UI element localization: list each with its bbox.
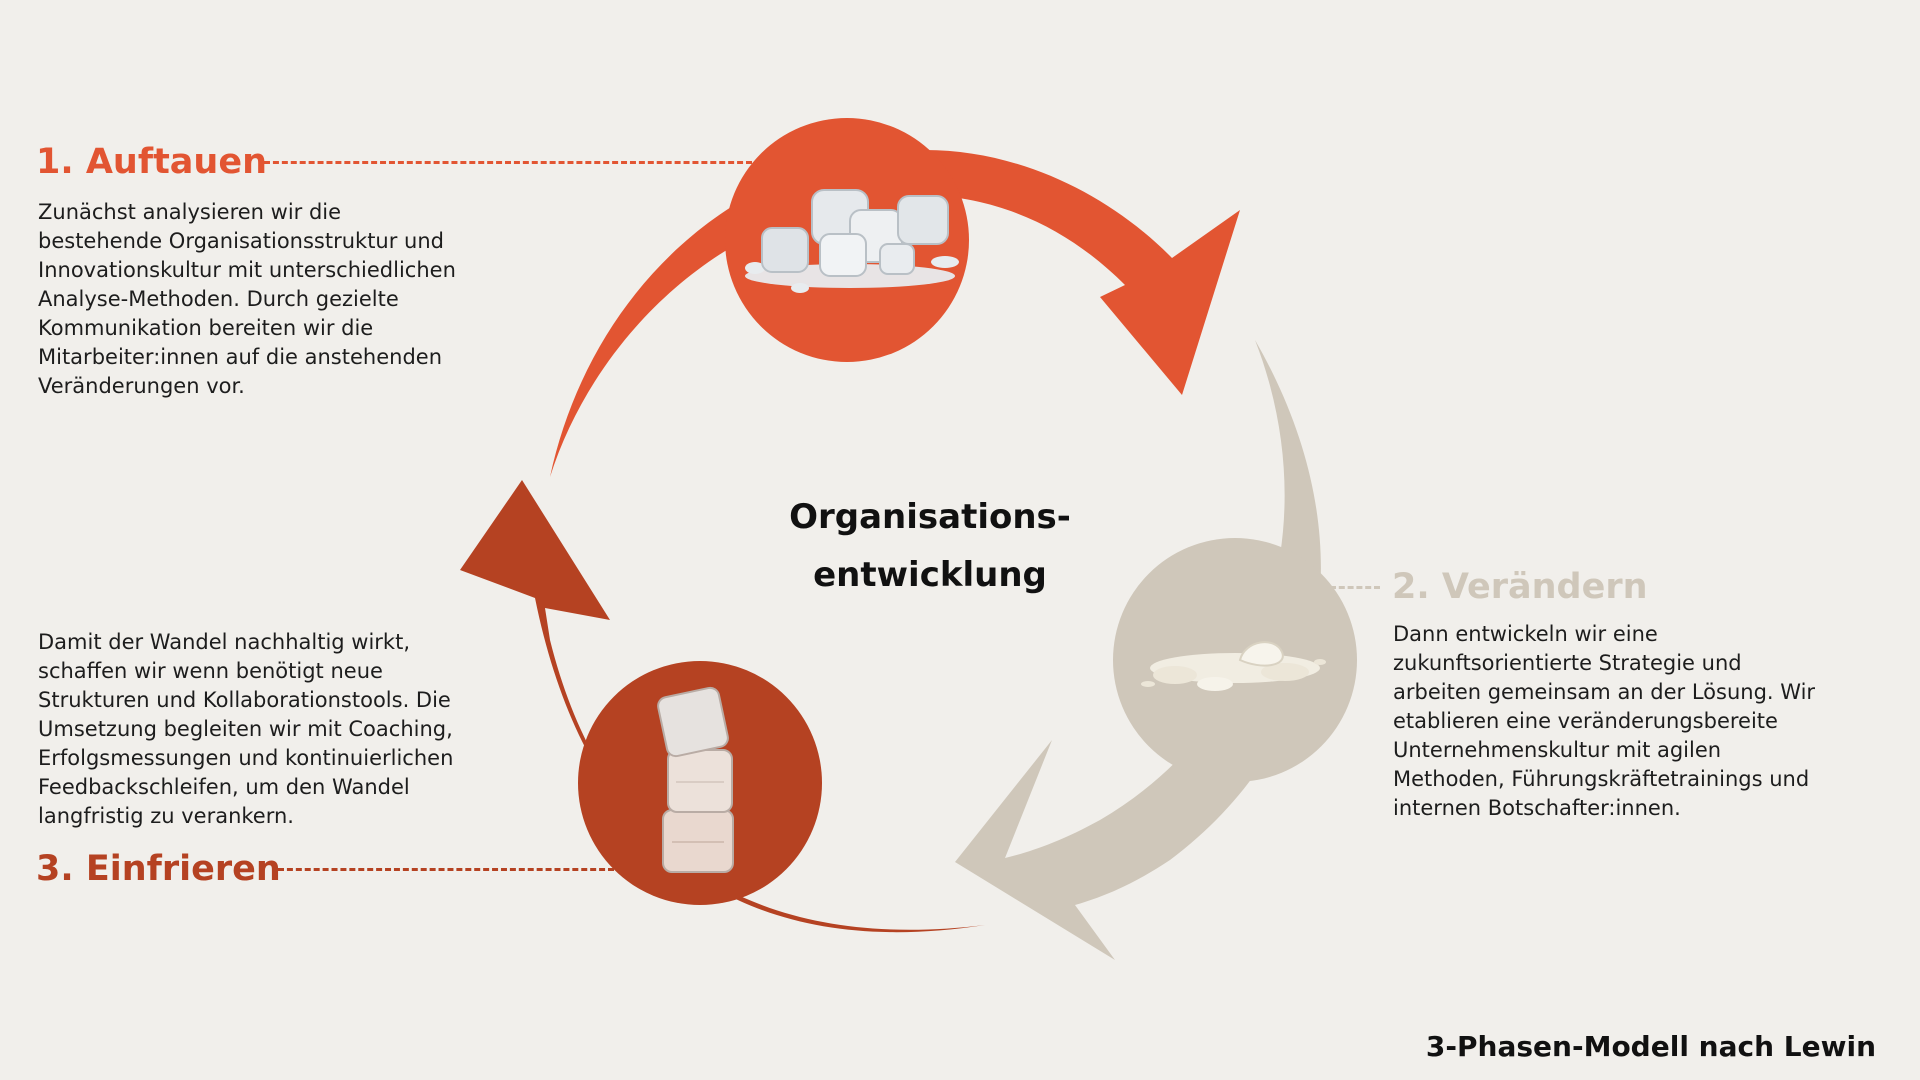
arrow-unfreeze [550,150,1240,477]
phase-title-unfreeze: 1. Auftauen [36,142,267,182]
phase-text-unfreeze: Zunächst analysieren wir die bestehende … [38,200,456,398]
leader-line-unfreeze [264,161,752,164]
arrow-change [955,340,1321,960]
center-title: Organisations- entwicklung [789,497,1071,595]
phase-title-change: 2. Verändern [1392,567,1648,607]
water-puddle-icon [1141,641,1326,691]
footer-title: 3-Phasen-Modell nach Lewin [1425,1030,1876,1063]
phase-text-change: Dann entwickeln wir eine zukunftsorienti… [1393,622,1816,820]
stacked-ice-cubes-icon [657,686,734,873]
arrow-refreeze [460,480,985,933]
melting-ice-cubes-icon [745,189,959,293]
leader-line-change [1330,586,1380,589]
phase-title-refreeze: 3. Einfrieren [36,849,281,889]
phase-text-refreeze: Damit der Wandel nachhaltig wirkt, schaf… [38,630,454,828]
leader-line-refreeze [278,868,614,871]
